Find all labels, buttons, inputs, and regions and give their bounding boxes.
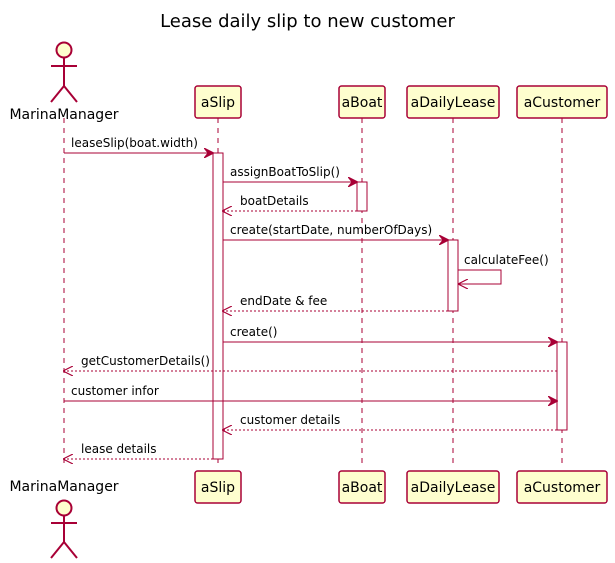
activation-aslip [212, 152, 224, 460]
actor-label: MarinaManager [9, 479, 118, 495]
message-customer-details: customer details [223, 413, 557, 430]
message-create: create() [223, 325, 557, 342]
participant-box [516, 85, 608, 119]
message-customer-infor: customer infor [64, 384, 557, 401]
message-lease-details: lease details [64, 442, 213, 459]
message-assignboattoslip: assignBoatToSlip() [223, 165, 357, 182]
actor-label: MarinaManager [9, 107, 118, 123]
message-label: customer infor [71, 384, 159, 398]
actor-figure-icon [50, 499, 78, 559]
participant-label: aBoat [342, 480, 383, 496]
message-label: lease details [81, 442, 157, 456]
participant-label: aDailyLease [411, 95, 496, 111]
participant-heads: MarinaManagerMarinaManageraSlipaSlipaBoa… [9, 41, 608, 559]
participant-aboat-bottom: aBoat [338, 470, 386, 504]
actor-marinamanager-top: MarinaManager [9, 41, 119, 123]
message-boatdetails: boatDetails [223, 194, 357, 211]
message-calculatefee: calculateFee() [458, 253, 549, 284]
messages: leaseSlip(boat.width) assignBoatToSlip() b… [64, 136, 557, 459]
participant-aslip-top: aSlip [194, 85, 242, 119]
message-label: boatDetails [240, 194, 309, 208]
message-arrow [458, 269, 502, 284]
participant-box [194, 470, 242, 504]
activation-adailylease [447, 239, 459, 312]
message-label: leaseSlip(boat.width) [71, 136, 198, 150]
participant-adailylease-top: aDailyLease [406, 85, 500, 119]
participant-box [338, 470, 386, 504]
participant-box [194, 85, 242, 119]
activation-acustomer [556, 341, 568, 431]
message-label: create() [230, 325, 277, 339]
participant-label: aCustomer [524, 480, 601, 496]
participant-label: aDailyLease [411, 480, 496, 496]
participant-acustomer-top: aCustomer [516, 85, 608, 119]
message-enddate-fee: endDate & fee [223, 294, 448, 311]
message-leaseslip-boat-width: leaseSlip(boat.width) [64, 136, 213, 153]
participant-label: aCustomer [524, 95, 601, 111]
participant-aslip-bottom: aSlip [194, 470, 242, 504]
participant-box [406, 85, 500, 119]
diagram-title: Lease daily slip to new customer [160, 11, 455, 32]
participant-aboat-top: aBoat [338, 85, 386, 119]
message-label: assignBoatToSlip() [230, 165, 340, 179]
message-label: create(startDate, numberOfDays) [230, 223, 432, 237]
message-label: endDate & fee [240, 294, 327, 308]
message-label: customer details [240, 413, 340, 427]
participant-acustomer-bottom: aCustomer [516, 470, 608, 504]
participant-box [338, 85, 386, 119]
participant-adailylease-bottom: aDailyLease [406, 470, 500, 504]
actor-figure-icon [50, 41, 78, 103]
actor-marinamanager-bottom: MarinaManager [9, 479, 119, 559]
message-label: getCustomerDetails() [81, 354, 210, 368]
participant-label: aSlip [201, 95, 235, 111]
activation-aboat [356, 181, 368, 212]
participant-box [516, 470, 608, 504]
participant-label: aSlip [201, 480, 235, 496]
participant-label: aBoat [342, 95, 383, 111]
participant-box [406, 470, 500, 504]
message-create-startdate-numberofdays: create(startDate, numberOfDays) [223, 223, 448, 240]
message-getcustomerdetails: getCustomerDetails() [64, 354, 557, 371]
message-label: calculateFee() [464, 253, 549, 267]
